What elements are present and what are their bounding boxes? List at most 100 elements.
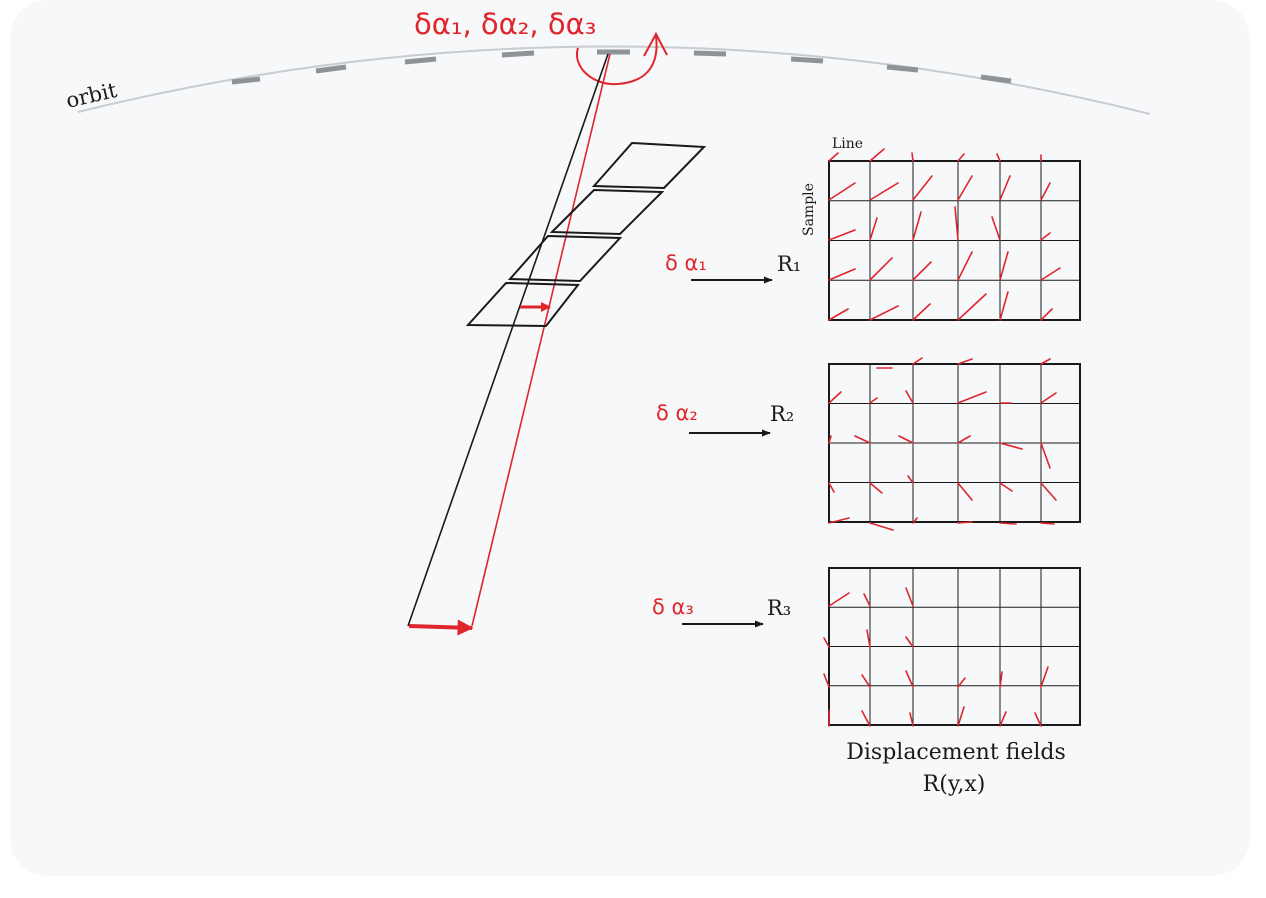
displacement-vector xyxy=(911,152,914,162)
displacement-vector xyxy=(905,587,914,607)
displacement-vector xyxy=(828,592,850,607)
footprint-3 xyxy=(507,234,623,283)
orbit-segment xyxy=(886,64,919,73)
displacement-vector xyxy=(999,442,1023,450)
displacement-vector xyxy=(869,182,899,201)
displacement-vector xyxy=(909,712,914,727)
displacement-vector xyxy=(999,671,1003,688)
displacement-vector xyxy=(957,435,971,444)
displacement-vector xyxy=(957,521,973,524)
displacement-vector xyxy=(869,397,878,404)
displacement-grid-1 xyxy=(828,148,1081,321)
displacement-vector xyxy=(1040,392,1057,404)
displacement-vector xyxy=(861,674,871,688)
orbit-segments xyxy=(231,49,1012,85)
footprint-4 xyxy=(465,281,581,328)
displacement-vector xyxy=(957,153,965,162)
footprint-1 xyxy=(591,141,707,190)
displacement-vector xyxy=(869,522,894,531)
displacement-vector xyxy=(898,435,914,444)
orbit-segment xyxy=(231,76,261,85)
displacement-vector xyxy=(991,216,1001,241)
displacement-vector xyxy=(957,677,966,688)
displacement-vector xyxy=(957,293,987,321)
ground-displacement-arrow xyxy=(408,619,474,636)
delta-label-1: δ α₁ xyxy=(665,251,707,275)
displacement-vector xyxy=(957,706,965,727)
displacement-vector xyxy=(1040,442,1051,469)
displacement-vector xyxy=(828,435,832,444)
displacement-vector xyxy=(828,229,856,241)
displacement-vector xyxy=(869,148,885,162)
displacement-vector xyxy=(957,482,973,501)
displacement-vector xyxy=(823,673,830,688)
displacement-vector xyxy=(999,522,1017,525)
orbit-label: orbit xyxy=(64,78,120,113)
displacement-vector xyxy=(905,636,914,648)
displacement-vector xyxy=(1040,267,1061,281)
displacement-vector xyxy=(957,175,973,201)
result-label-2: R₂ xyxy=(770,402,794,426)
displacement-vector xyxy=(912,517,918,524)
displacement-vector xyxy=(869,305,899,321)
orbit-segment xyxy=(501,50,535,58)
displacement-vector xyxy=(957,358,973,365)
displacement-vector xyxy=(912,357,923,365)
rotation-arrow-icon xyxy=(575,35,658,86)
displacement-vector xyxy=(854,435,871,444)
displacement-vector xyxy=(1040,232,1051,241)
caption-formula: R(y,x) xyxy=(923,772,986,797)
orbit-segment xyxy=(790,56,824,64)
displacement-vector xyxy=(869,482,883,494)
displacement-vector xyxy=(912,211,922,241)
displacement-vector xyxy=(828,517,850,524)
displacement-vector xyxy=(828,391,842,404)
displacement-grid-3 xyxy=(823,567,1081,727)
rotation-arrowhead-icon xyxy=(643,31,668,57)
displacement-vector xyxy=(999,251,1009,281)
footprint-stack xyxy=(465,141,707,328)
displacement-vector xyxy=(957,391,987,404)
displacement-vector xyxy=(912,175,933,201)
displacement-vector xyxy=(1040,666,1049,688)
orbit-segment xyxy=(980,74,1012,84)
displacement-vector xyxy=(912,261,932,281)
displacement-vector xyxy=(828,268,856,281)
line-of-sight-nominal xyxy=(407,53,609,627)
displacement-vector xyxy=(828,182,856,201)
displacement-vector xyxy=(905,390,914,404)
attitude-label: δα₁, δα₂, δα₃ xyxy=(414,7,596,41)
displacement-vector xyxy=(1040,522,1055,525)
result-label-1: R₁ xyxy=(777,252,801,276)
displacement-vector xyxy=(869,257,893,281)
delta-label-3: δ α₃ xyxy=(652,595,694,619)
displacement-vector xyxy=(999,482,1013,492)
displacement-vector xyxy=(828,308,849,321)
displacement-vector xyxy=(912,303,931,321)
caption-title: Displacement fields xyxy=(846,740,1066,765)
displacement-vector xyxy=(1040,182,1051,201)
displacement-vector xyxy=(869,217,878,241)
displacement-vector xyxy=(999,711,1007,727)
displacement-vector xyxy=(1034,712,1042,727)
displacement-vector xyxy=(1040,308,1053,321)
displacement-vector xyxy=(999,175,1011,201)
displacement-vector xyxy=(907,475,914,484)
displacement-vector xyxy=(954,206,959,241)
line-of-sight-perturbed xyxy=(471,53,611,627)
orbit-segment xyxy=(404,56,437,65)
displacement-vector xyxy=(861,710,871,727)
displacement-vector xyxy=(1040,358,1051,365)
displacement-vector xyxy=(1040,482,1057,501)
displacement-vector xyxy=(823,637,830,648)
displacement-vector xyxy=(996,153,1001,162)
displacement-vector xyxy=(957,251,973,281)
sample-axis-label: Sample xyxy=(801,183,817,236)
displacement-grid-2 xyxy=(828,357,1081,531)
displacement-vector xyxy=(999,291,1009,321)
displacement-vector xyxy=(863,593,871,607)
displacement-vector xyxy=(828,482,835,493)
displacement-vector xyxy=(866,629,871,648)
footprint-2 xyxy=(549,188,665,236)
